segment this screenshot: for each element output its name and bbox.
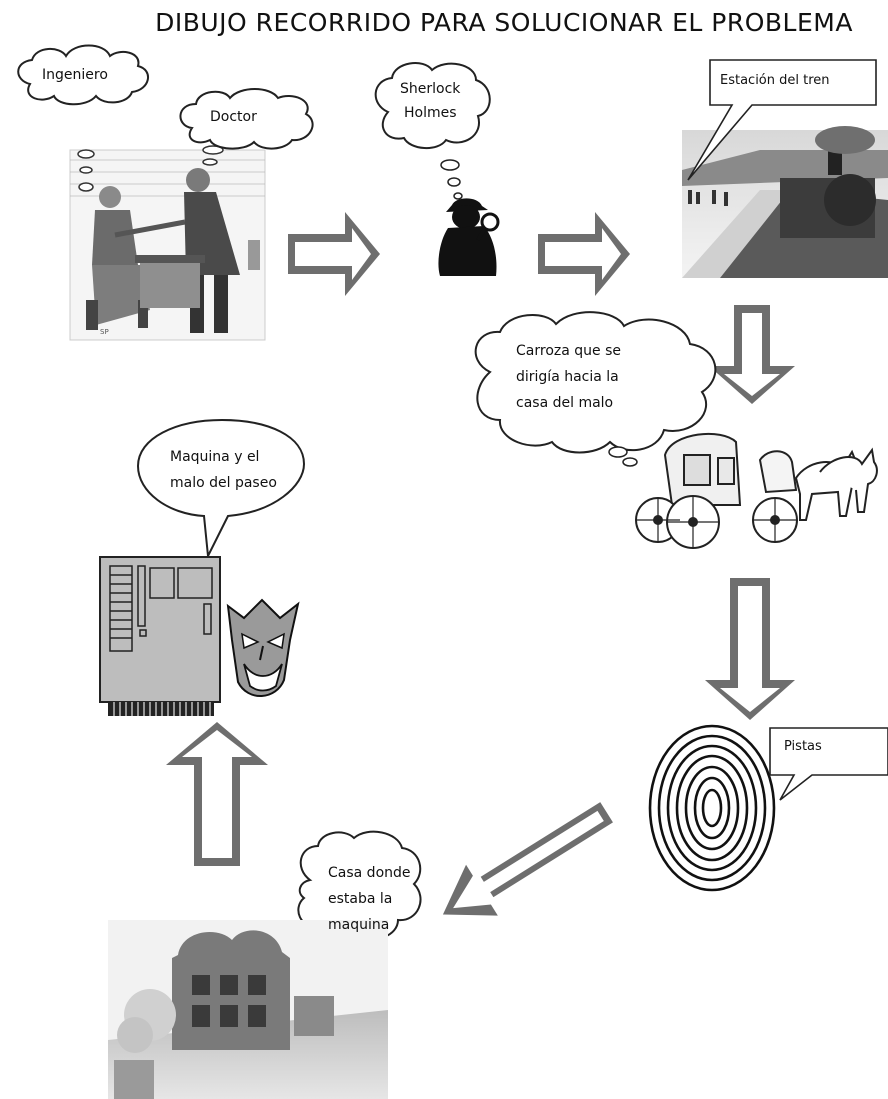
arrow-down-2 — [705, 578, 795, 720]
label-casa-line2: estaba la — [328, 891, 393, 907]
label-casa-line3: maquina — [328, 917, 390, 933]
carriage-drawing — [635, 432, 878, 549]
label-estacion: Estación del tren — [720, 73, 830, 88]
thought-cloud-doctor — [179, 88, 314, 150]
arrow-right-1 — [288, 212, 380, 296]
train-station-photo — [682, 126, 888, 278]
thought-cloud-sherlock — [374, 62, 491, 200]
page-title: DIBUJO RECORRIDO PARA SOLUCIONAR EL PROB… — [155, 8, 853, 37]
arrow-diagonal — [442, 802, 613, 916]
thought-cloud-ingeniero — [17, 44, 149, 106]
arrow-right-2 — [538, 212, 630, 296]
callout-estacion — [687, 59, 877, 181]
label-maquina-line2: malo del paseo — [170, 475, 277, 491]
speech-bubble-maquina — [136, 418, 306, 560]
label-sherlock-line1: Sherlock — [400, 81, 461, 97]
label-sherlock-line2: Holmes — [404, 105, 457, 121]
svg-text:SP: SP — [100, 328, 109, 336]
machine-icon — [99, 556, 221, 716]
house-photo — [108, 920, 388, 1099]
sherlock-silhouette-icon — [438, 198, 500, 276]
thought-cloud-carroza — [474, 311, 717, 467]
label-carroza-line2: dirigía hacia la — [516, 369, 619, 385]
label-ingeniero: Ingeniero — [42, 67, 108, 83]
villain-face-icon — [226, 598, 300, 697]
label-maquina-line1: Maquina y el — [170, 449, 260, 465]
label-carroza-line1: Carroza que se — [516, 343, 621, 359]
engraving-ingeniero-doctor: SP — [69, 149, 266, 341]
label-carroza-line3: casa del malo — [516, 395, 614, 411]
thought-trail-doctor — [77, 145, 224, 192]
callout-pistas — [769, 727, 888, 801]
arrow-down-1 — [709, 305, 795, 404]
label-casa-line1: Casa donde — [328, 865, 411, 881]
label-pistas: Pistas — [784, 739, 822, 754]
fingerprint-icon — [648, 724, 776, 892]
arrow-up — [166, 722, 268, 866]
label-doctor: Doctor — [210, 109, 257, 125]
